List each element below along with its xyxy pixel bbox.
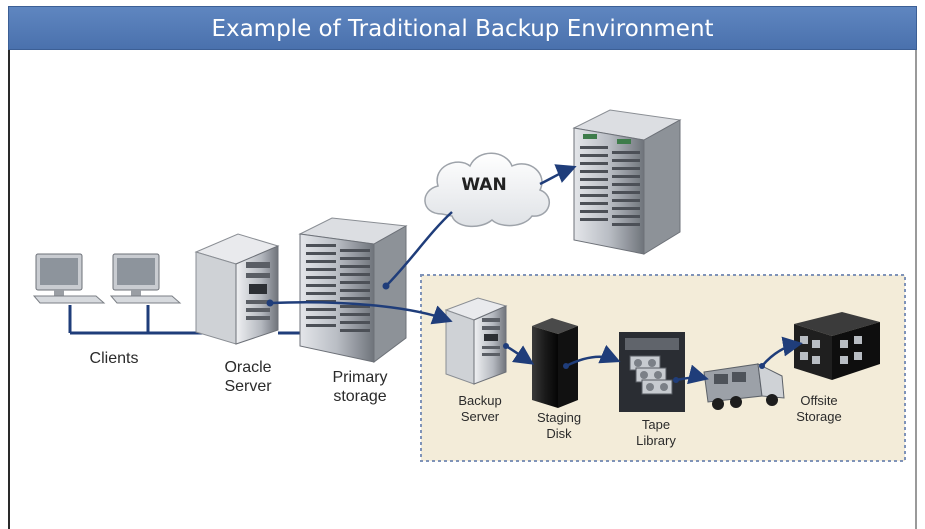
staging-disk-label: Staging Disk <box>524 410 594 442</box>
oracle-server-label: Oracle Server <box>208 358 288 396</box>
clients-label-text: Clients <box>89 350 139 367</box>
remote-storage-icon <box>572 109 682 255</box>
connection-dot <box>673 377 679 383</box>
backup-server-icon <box>444 297 508 385</box>
tape-library-label: Tape Library <box>621 417 691 449</box>
wan-to-remote-link <box>539 164 577 186</box>
diagram-title: Example of Traditional Backup Environmen… <box>8 6 917 50</box>
staging-disk-label-line2: Disk <box>546 426 572 441</box>
connection-dot <box>382 282 390 290</box>
backup-server-label-line1: Backup <box>458 393 502 408</box>
backup-server-label-line2: Server <box>460 409 500 424</box>
data-flow-links <box>269 164 803 385</box>
backup-server-label: Backup Server <box>445 393 515 425</box>
wan-label: WAN <box>461 175 507 195</box>
oracle-to-backup-link <box>269 301 453 325</box>
primary-storage-icon <box>298 217 408 363</box>
connection-dot <box>563 363 569 369</box>
connection-dot <box>266 299 274 307</box>
client-computer-icon <box>109 253 182 304</box>
tape-library-label-line1: Tape <box>641 417 671 432</box>
offsite-storage-label-line2: Storage <box>796 409 842 424</box>
tape-library-label-line2: Library <box>636 433 676 448</box>
staging-to-tape-link <box>565 344 621 368</box>
storage-to-wan-link <box>385 211 453 287</box>
frame-right-border <box>915 50 917 529</box>
primary-storage-label-line1: Primary <box>332 369 388 386</box>
transport-truck-icon <box>703 363 785 410</box>
frame-left-border <box>8 50 10 529</box>
primary-storage-label-line2: storage <box>333 388 387 405</box>
connection-dot <box>503 343 509 349</box>
client-computer-icon <box>32 253 106 304</box>
offsite-storage-icon <box>794 312 880 380</box>
wan-cloud-icon <box>424 152 550 228</box>
truck-to-offsite-link <box>761 336 803 367</box>
connection-dot <box>759 363 765 369</box>
offsite-storage-label: Offsite Storage <box>784 393 854 425</box>
tape-library-icon <box>619 332 685 412</box>
staging-disk-label-line1: Staging <box>536 410 582 425</box>
primary-storage-label: Primary storage <box>320 368 400 406</box>
offsite-storage-label-line1: Offsite <box>800 393 838 408</box>
oracle-server-label-line2: Server <box>224 378 272 395</box>
oracle-server-icon <box>194 233 280 345</box>
oracle-server-label-line1: Oracle <box>224 359 272 376</box>
clients-label: Clients <box>74 349 154 368</box>
